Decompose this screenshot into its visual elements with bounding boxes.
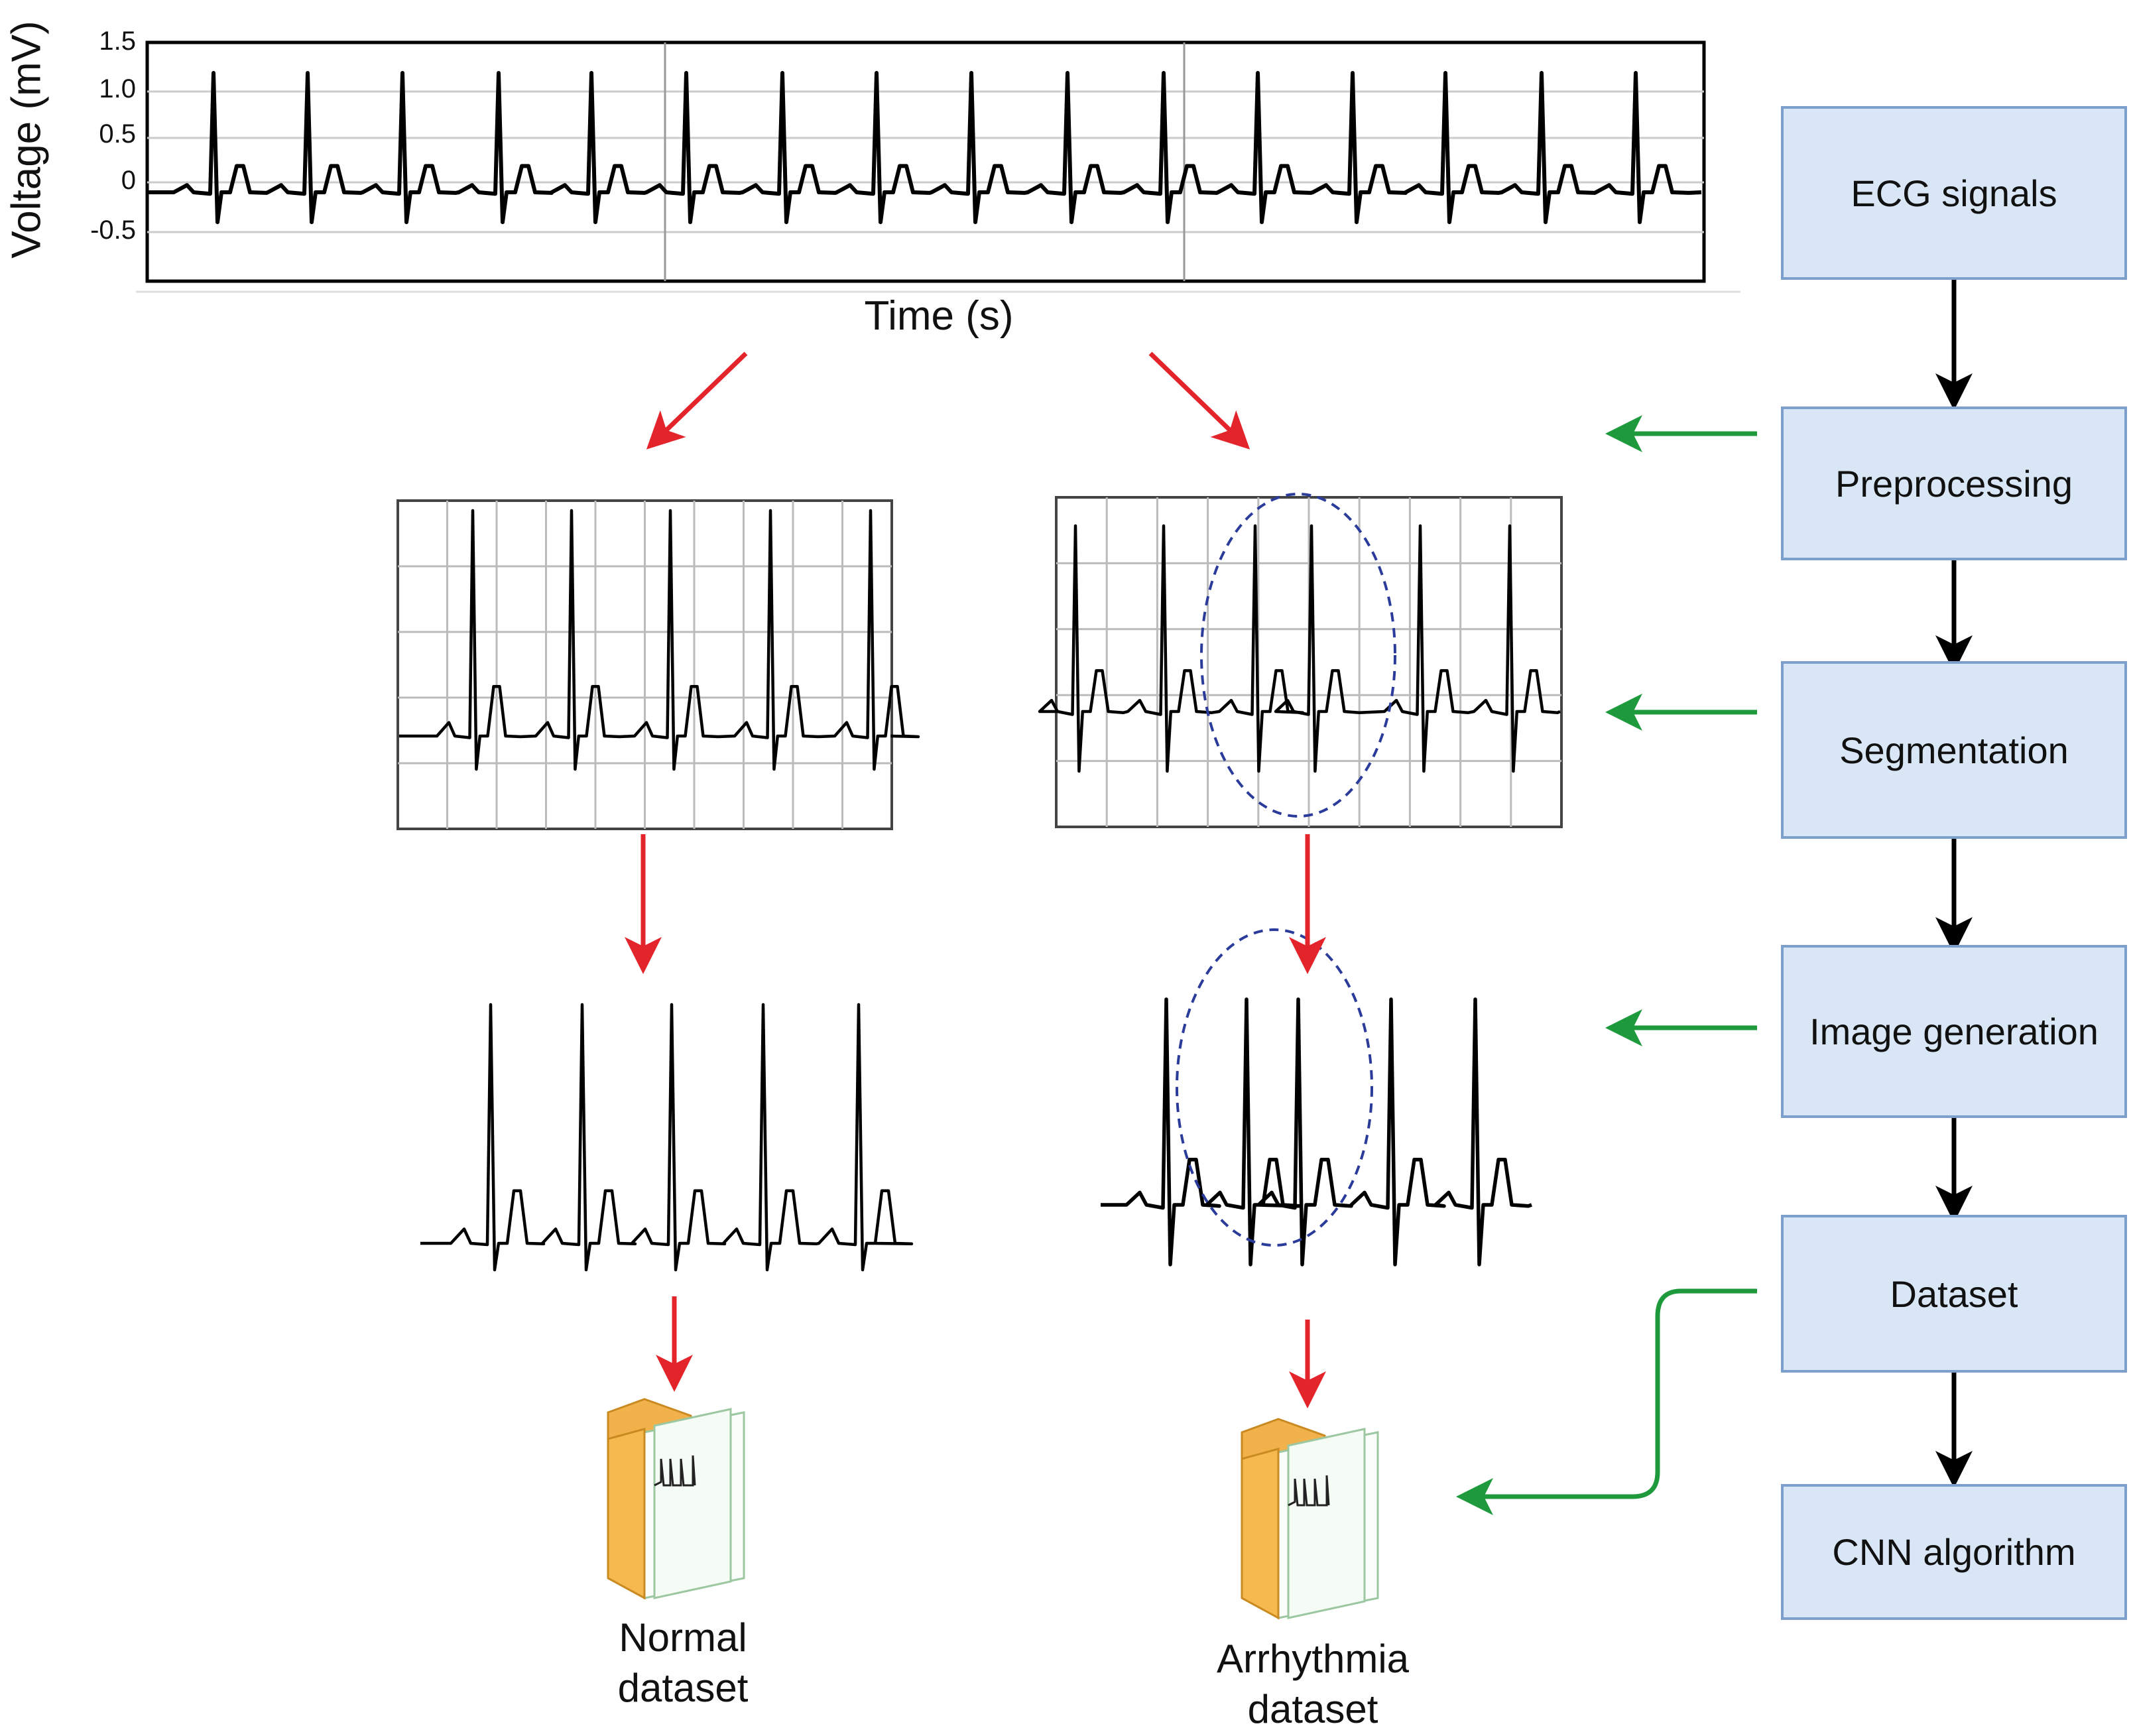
normal-dataset-line2: dataset (617, 1666, 749, 1710)
normal-dataset-label: Normal dataset (544, 1613, 822, 1713)
feedback-arrows (1456, 415, 1757, 1515)
normal-generated-image (420, 1003, 914, 1272)
red-flow-arrows (625, 351, 1326, 1408)
y-tick-label: -0.5 (90, 216, 136, 245)
step-segmentation: Segmentation (1781, 661, 2127, 839)
arrhythmia-generated-image (1101, 928, 1532, 1267)
normal-folder-icon (607, 1398, 745, 1600)
arrhythmia-dataset-line2: dataset (1247, 1687, 1378, 1731)
step-image-generation: Image generation (1781, 945, 2127, 1118)
arrhythmia-dataset-line1: Arrhythmia (1216, 1637, 1410, 1681)
step-label: ECG signals (1851, 172, 2057, 214)
arrhythmia-segment-plot (1038, 493, 1563, 828)
step-label: Preprocessing (1835, 462, 2073, 505)
y-tick-label: 0.5 (99, 119, 136, 149)
step-cnn-algorithm: CNN algorithm (1781, 1484, 2127, 1620)
step-ecg-signals: ECG signals (1781, 106, 2127, 280)
top-ecg-plot (136, 40, 1740, 293)
normal-segment-plot (396, 499, 920, 830)
step-label: CNN algorithm (1832, 1531, 2076, 1573)
step-label: Segmentation (1839, 729, 2069, 771)
normal-dataset-line1: Normal (619, 1615, 747, 1660)
y-tick-label: 1.0 (99, 74, 136, 103)
arrhythmia-dataset-label: Arrhythmia dataset (1174, 1634, 1452, 1735)
y-tick-label: 1.5 (99, 27, 136, 56)
step-preprocessing: Preprocessing (1781, 406, 2127, 560)
x-axis-label: Time (s) (864, 293, 1014, 339)
arrhythmia-folder-icon (1241, 1418, 1379, 1620)
step-dataset: Dataset (1781, 1215, 2127, 1373)
step-label: Image generation (1809, 1011, 2099, 1052)
step-label: Dataset (1890, 1272, 2018, 1315)
y-tick-label: 0 (121, 166, 136, 195)
